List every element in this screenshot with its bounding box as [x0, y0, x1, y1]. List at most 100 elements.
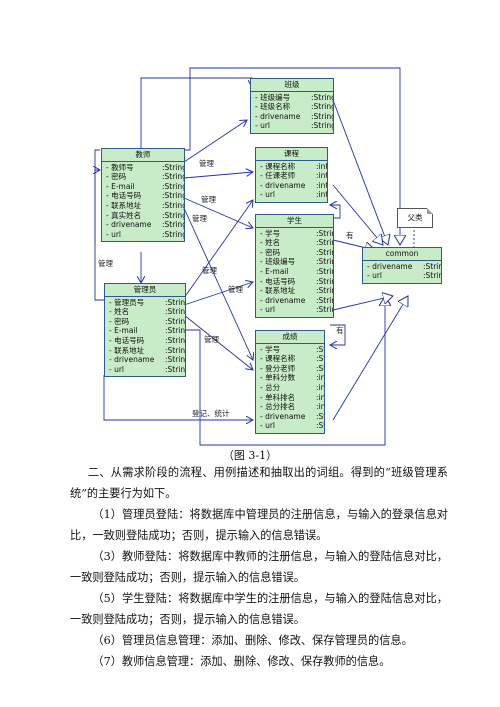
class-attribute: - 单科分数 :int [256, 373, 324, 383]
class-attribute: - 学号:String [256, 345, 324, 355]
attribute-name: - drivename [106, 220, 152, 230]
attribute-type: :String [165, 364, 185, 374]
attribute-name: - 电话号码 [109, 335, 145, 345]
class-attribute: - 联系地址:String [102, 201, 184, 211]
attribute-name: - 教师号 [106, 162, 134, 172]
class-common-name: common [363, 248, 441, 261]
edge-label-has-2: 有 [336, 326, 344, 335]
class-attribute: - 班级编号:String [256, 257, 333, 267]
attribute-type: :String [162, 162, 184, 172]
attribute-type: :String [162, 191, 184, 201]
attribute-name: - url [367, 271, 383, 281]
attribute-name: - 登分老师 [260, 363, 296, 373]
edge-label-manage-5: 管理 [202, 266, 217, 275]
diagram-connectors [0, 67, 415, 446]
class-attribute: - url:String [251, 121, 333, 131]
attribute-type: :int [316, 402, 324, 412]
attribute-type: :String [311, 102, 333, 112]
paragraph-7: （7）教师信息管理：添加、删除、修改、保存教师的信息。 [92, 655, 391, 668]
paragraph-intro: 二、从需求阶段的流程、用例描述和抽取出的词组。得到的“班级管理系统”的主要行为如… [70, 466, 448, 500]
attribute-name: - E-mail [109, 326, 138, 336]
attribute-name: - drivename [260, 411, 306, 421]
attribute-name: - 课程名称 [260, 354, 296, 364]
attribute-type: :String [162, 172, 184, 182]
attribute-type: :String [316, 228, 333, 238]
attribute-type: :int [316, 373, 324, 383]
attribute-type: :String [423, 261, 441, 271]
attribute-type: :String [316, 238, 333, 248]
attribute-type: :String [316, 305, 333, 315]
attribute-name: - url [109, 364, 125, 374]
paragraph-6: （6）管理员信息管理：添加、删除、修改、保存管理员的信息。 [92, 634, 413, 647]
attribute-name: - 联系地址 [106, 200, 142, 210]
attribute-type: :String [165, 345, 185, 355]
class-attribute: - drivename :String [102, 220, 184, 230]
attribute-type: :int [316, 171, 327, 181]
class-attribute: - url :int [256, 190, 327, 200]
class-guanliyuan-attrs: - 管理员号:String- 姓名:String- 密码:String- E-m… [105, 297, 185, 377]
class-common-attrs: - drivename:String- url :String [363, 261, 441, 283]
edge-label-manage-6: 管理 [228, 285, 243, 294]
class-jiaoshi-attrs: - 教师号:String- 密码:String- E-mail:String- … [102, 162, 184, 242]
class-attribute: - E-mail :String [105, 326, 185, 336]
attribute-type: :String [423, 271, 441, 281]
class-kecheng-attrs: - 课程名称:int- 任课老师:int- drivename:int- url… [256, 161, 327, 202]
attribute-name: - E-mail [260, 266, 289, 276]
attribute-type: :String [316, 295, 333, 305]
attribute-name: - 任课老师 [260, 171, 296, 181]
attribute-name: - 单科分数 [260, 373, 296, 383]
attribute-type: :String [165, 355, 185, 365]
class-common: common - drivename:String- url :String [362, 247, 442, 284]
figure-caption: （图 3-1） [222, 449, 278, 462]
edge-label-login-statistics: 登记、统计 [192, 409, 230, 418]
class-attribute: - 学号:String [256, 229, 333, 239]
attribute-name: - 真实姓名 [106, 210, 142, 220]
class-jiaoshi-name: 教师 [102, 149, 184, 162]
attribute-type: :String [316, 286, 333, 296]
attribute-name: - 单科排名 [260, 392, 296, 402]
attribute-name: - E-mail [106, 181, 135, 191]
attribute-name: - 总分 [260, 382, 281, 392]
attribute-name: - 总分排名 [260, 402, 296, 412]
class-attribute: - 电话号码:String [105, 336, 185, 346]
attribute-name: - 姓名 [260, 238, 281, 248]
attribute-type: :String [311, 111, 333, 121]
class-kecheng-name: 课程 [256, 148, 327, 161]
attribute-name: - 学号 [260, 344, 281, 354]
attribute-name: - 联系地址 [260, 286, 296, 296]
class-attribute: - 单科排名 :int [256, 393, 324, 403]
attribute-name: - 密码 [106, 172, 127, 182]
attribute-type: :int [316, 190, 327, 200]
body-text: 二、从需求阶段的流程、用例描述和抽取出的词组。得到的“班级管理系统”的主要行为如… [70, 462, 448, 672]
class-attribute: - 管理员号:String [105, 298, 185, 308]
attribute-type: :String [316, 247, 333, 257]
attribute-type: :String [165, 307, 185, 317]
class-banji: 班级 - 班级编号:String- 班级名称:String- drivename… [250, 78, 334, 134]
class-attribute: - url:String [102, 230, 184, 240]
attribute-name: - 密码 [260, 247, 281, 257]
attribute-type: :String [316, 266, 333, 276]
attribute-name: - url [255, 121, 271, 131]
attribute-type: :String [165, 326, 185, 336]
attribute-type: :String [311, 92, 333, 102]
class-attribute: - 联系地址:String [105, 346, 185, 356]
class-attribute: - E-mail :String [256, 267, 333, 277]
class-kecheng: 课程 - 课程名称:int- 任课老师:int- drivename:int- … [255, 147, 328, 203]
attribute-type: :String [162, 220, 184, 230]
class-attribute: - url:String [256, 305, 333, 315]
attribute-name: - 管理员号 [109, 297, 145, 307]
attribute-name: - url [260, 190, 276, 200]
attribute-type: :int [316, 392, 324, 402]
class-attribute: - drivename:String [256, 296, 333, 306]
attribute-name: - 课程名称 [260, 161, 296, 171]
class-attribute: - 总分排名 :int [256, 402, 324, 412]
attribute-type: :String [316, 354, 324, 364]
class-chengji-attrs: - 学号:String- 课程名称:String- 登分老师:String- 单… [256, 344, 324, 433]
edge-label-manage-3: 管理 [192, 214, 207, 223]
class-attribute: - drivename:String [363, 262, 441, 272]
class-attribute: - 班级名称:String [251, 102, 333, 112]
class-jiaoshi: 教师 - 教师号 :String - 密码 :String - E-mail :Strin… [101, 148, 185, 243]
attribute-name: - url [106, 229, 122, 239]
edge-label-has-1: 有 [346, 231, 354, 240]
class-attribute: - 登分老师:String [256, 364, 324, 374]
